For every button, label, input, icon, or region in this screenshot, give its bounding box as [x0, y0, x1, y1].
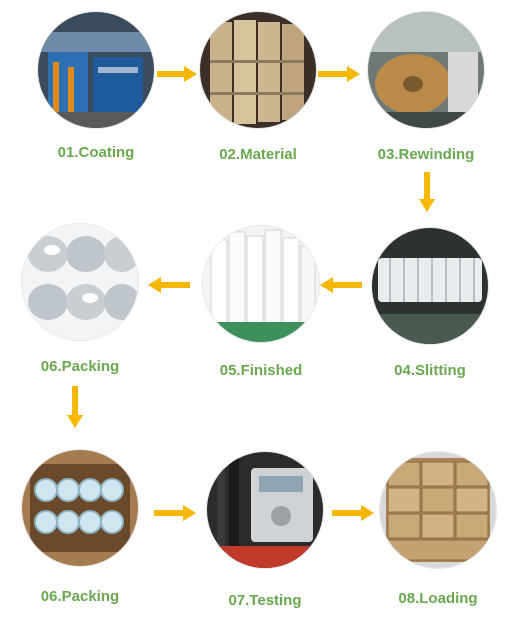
step-label: 03.Rewinding: [377, 146, 475, 163]
loading-cartons-photo: [380, 452, 496, 568]
packing-box-photo: [22, 450, 138, 566]
step-label: 05.Finished: [219, 362, 303, 379]
step-label: 08.Loading: [398, 590, 478, 607]
step-coating: 01.Coating: [36, 12, 156, 161]
step-material: 02.Material: [198, 12, 318, 163]
packing-bags-photo: [22, 224, 138, 340]
step-label: 07.Testing: [228, 592, 302, 609]
coating-machine-photo: [38, 12, 154, 128]
step-label: 01.Coating: [57, 144, 135, 161]
step-label: 04.Slitting: [394, 362, 466, 379]
step-loading: 08.Loading: [378, 452, 498, 607]
arrow-right-icon: [157, 66, 197, 82]
step-label: 02.Material: [219, 146, 297, 163]
step-testing: 07.Testing: [205, 452, 325, 609]
arrow-left-icon: [148, 277, 190, 293]
slitting-rolls-photo: [372, 228, 488, 344]
arrow-right-icon: [318, 66, 360, 82]
arrow-right-icon: [332, 505, 374, 521]
step-finished: 05.Finished: [201, 226, 321, 379]
step-rewinding: 03.Rewinding: [366, 12, 486, 163]
step-packing-box: 06.Packing: [20, 450, 140, 605]
step-packing-bags: 06.Packing: [20, 224, 140, 375]
step-label: 06.Packing: [40, 358, 120, 375]
arrow-down-icon: [67, 386, 83, 428]
arrow-right-icon: [154, 505, 196, 521]
material-rolls-photo: [200, 12, 316, 128]
arrow-down-icon: [419, 172, 435, 212]
testing-machine-photo: [207, 452, 323, 568]
finished-rolls-photo: [203, 226, 319, 342]
arrow-left-icon: [320, 277, 362, 293]
step-slitting: 04.Slitting: [370, 228, 490, 379]
rewinding-machine-photo: [368, 12, 484, 128]
step-label: 06.Packing: [40, 588, 120, 605]
